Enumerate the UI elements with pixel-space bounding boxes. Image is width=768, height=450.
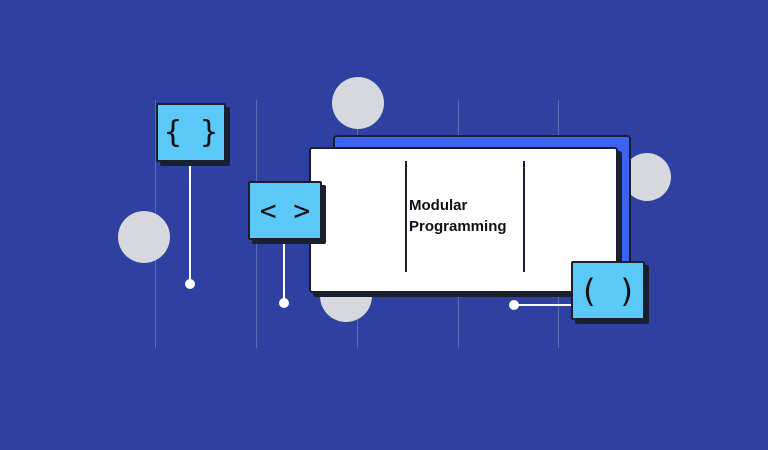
decorative-circle xyxy=(332,77,384,129)
connector-line xyxy=(189,158,191,282)
connector-dot xyxy=(279,298,289,308)
card-divider xyxy=(523,161,525,272)
decorative-circle xyxy=(623,153,671,201)
decorative-circle xyxy=(118,211,170,263)
card-title: Modular Programming xyxy=(409,195,507,237)
curly-braces-icon: { } xyxy=(156,103,226,162)
card-title-line2: Programming xyxy=(409,218,507,235)
connector-dot xyxy=(509,300,519,310)
connector-line xyxy=(516,304,574,306)
card-divider xyxy=(405,161,407,272)
modular-programming-card: Modular Programming xyxy=(309,147,618,293)
angle-brackets-icon: < > xyxy=(248,181,322,240)
angle-brackets-glyph: < > xyxy=(259,194,311,227)
connector-line xyxy=(283,237,285,301)
parentheses-glyph: ( ) xyxy=(579,271,637,310)
curly-braces-glyph: { } xyxy=(163,115,219,150)
connector-dot xyxy=(185,279,195,289)
parentheses-icon: ( ) xyxy=(571,261,645,320)
card-title-line1: Modular xyxy=(409,197,468,214)
